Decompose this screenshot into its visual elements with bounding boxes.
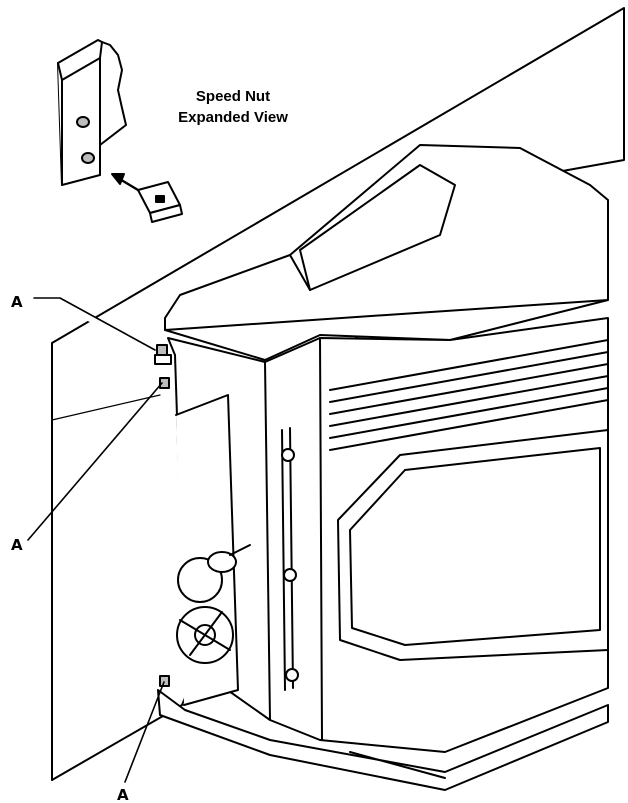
hinge-rail (281, 427, 299, 691)
blower-assembly (176, 544, 251, 664)
inset-title-line2: Expanded View (178, 109, 288, 126)
insert-arrow (111, 173, 140, 192)
callout-leaders (27, 297, 165, 783)
callout-label-a-bottom: A (117, 786, 129, 803)
inset-title-line1: Speed Nut (195, 88, 271, 105)
inset-title: Speed Nut Expanded View (168, 86, 298, 128)
callout-label-a-middle: A (11, 536, 23, 554)
stove-base (157, 689, 609, 791)
speed-nut-bracket (57, 39, 127, 186)
callout-label-a-top: A (11, 293, 23, 311)
stove-top (164, 144, 609, 361)
side-louvers (329, 339, 609, 451)
attachment-points (154, 344, 172, 687)
door-frame (337, 429, 609, 661)
speed-nut-clip (137, 181, 183, 223)
